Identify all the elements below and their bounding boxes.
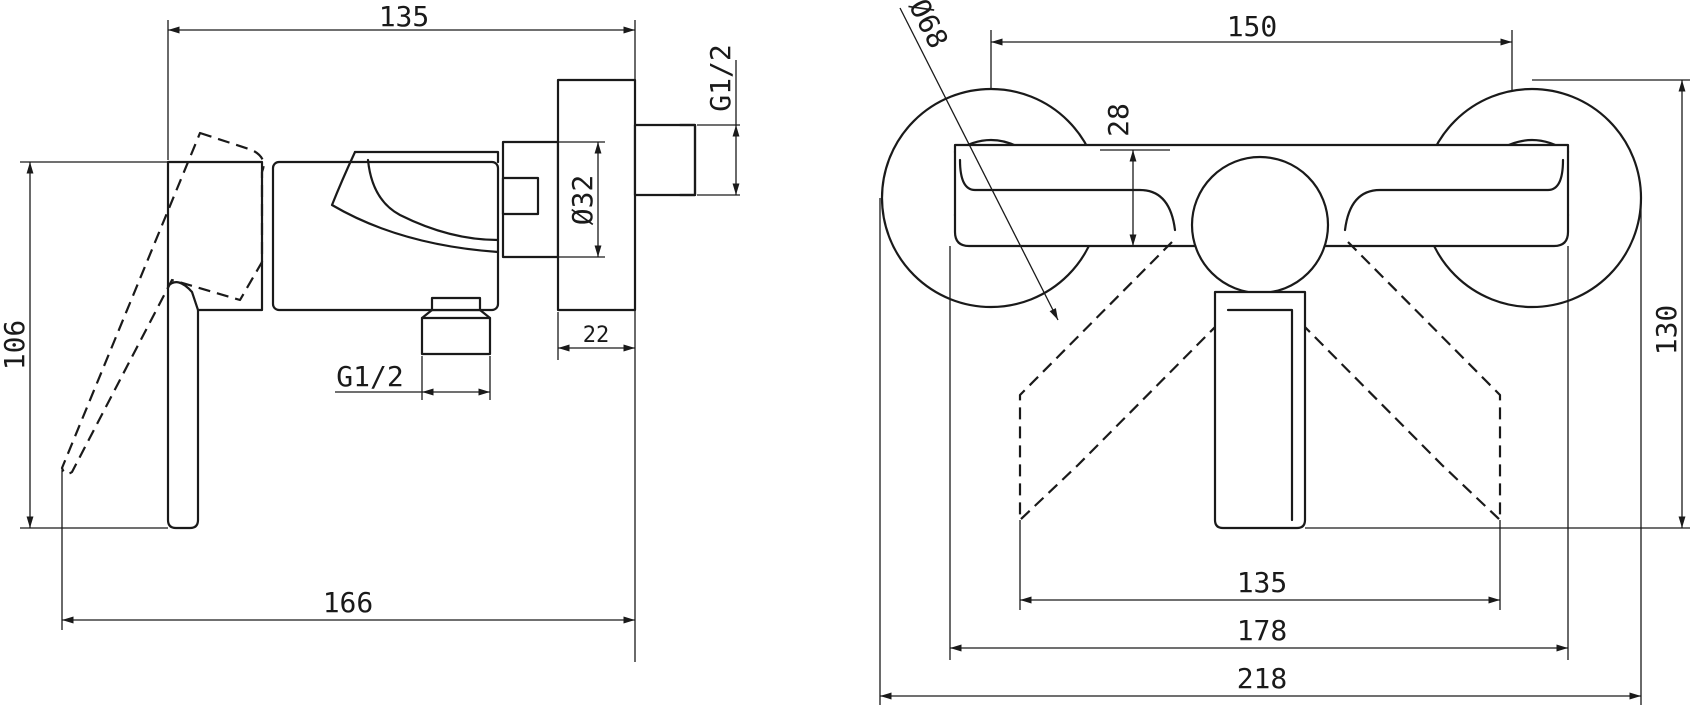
- dim-front-total-height: 130: [1650, 305, 1683, 356]
- front-body-left-shade: [958, 158, 1177, 232]
- side-outlet-thread: [420, 316, 492, 356]
- side-connector-nut: [501, 176, 540, 216]
- dim-front-body-width: 178: [1237, 614, 1288, 647]
- dim-side-height: 106: [0, 320, 31, 371]
- side-inlet-end: [678, 123, 697, 197]
- front-view: 150 Ø68 28 130 135 178 218: [879, 0, 1690, 705]
- side-body: [271, 160, 500, 312]
- dim-side-lever-reach: 166: [323, 586, 374, 619]
- dim-side-flange-diameter: Ø32: [566, 175, 599, 226]
- dim-front-centers: 150: [1227, 10, 1278, 43]
- front-lever-swing-left: [1018, 241, 1231, 522]
- dim-front-lever-sweep: 135: [1237, 566, 1288, 599]
- dim-side-total-depth: 135: [379, 0, 430, 33]
- side-body-scoop: [366, 158, 500, 242]
- side-body-contour: [330, 150, 500, 254]
- side-inlet-pipe: [633, 123, 697, 197]
- front-lever: [1213, 290, 1307, 530]
- dim-side-flange-thickness: 22: [583, 323, 610, 348]
- front-lever-inner: [1226, 308, 1294, 522]
- front-cartridge: [1190, 155, 1330, 295]
- front-lever-swing-right: [1289, 241, 1502, 522]
- side-outlet-neck: [420, 308, 492, 320]
- side-lever: [166, 160, 264, 530]
- side-lever-raised: [60, 131, 265, 475]
- dim-side-outlet-thread: G1/2: [336, 360, 403, 393]
- side-body-top: [353, 150, 500, 164]
- dim-front-total-width: 218: [1237, 662, 1288, 695]
- side-view: 135 166 106 G1/2 Ø32 22 G1/2: [0, 0, 740, 662]
- dim-front-body-height: 28: [1102, 103, 1135, 137]
- side-lever-joint: [166, 281, 200, 312]
- front-body-right-shade: [1343, 158, 1565, 232]
- dim-side-inlet-thread: G1/2: [704, 44, 737, 111]
- side-outlet: [430, 296, 482, 312]
